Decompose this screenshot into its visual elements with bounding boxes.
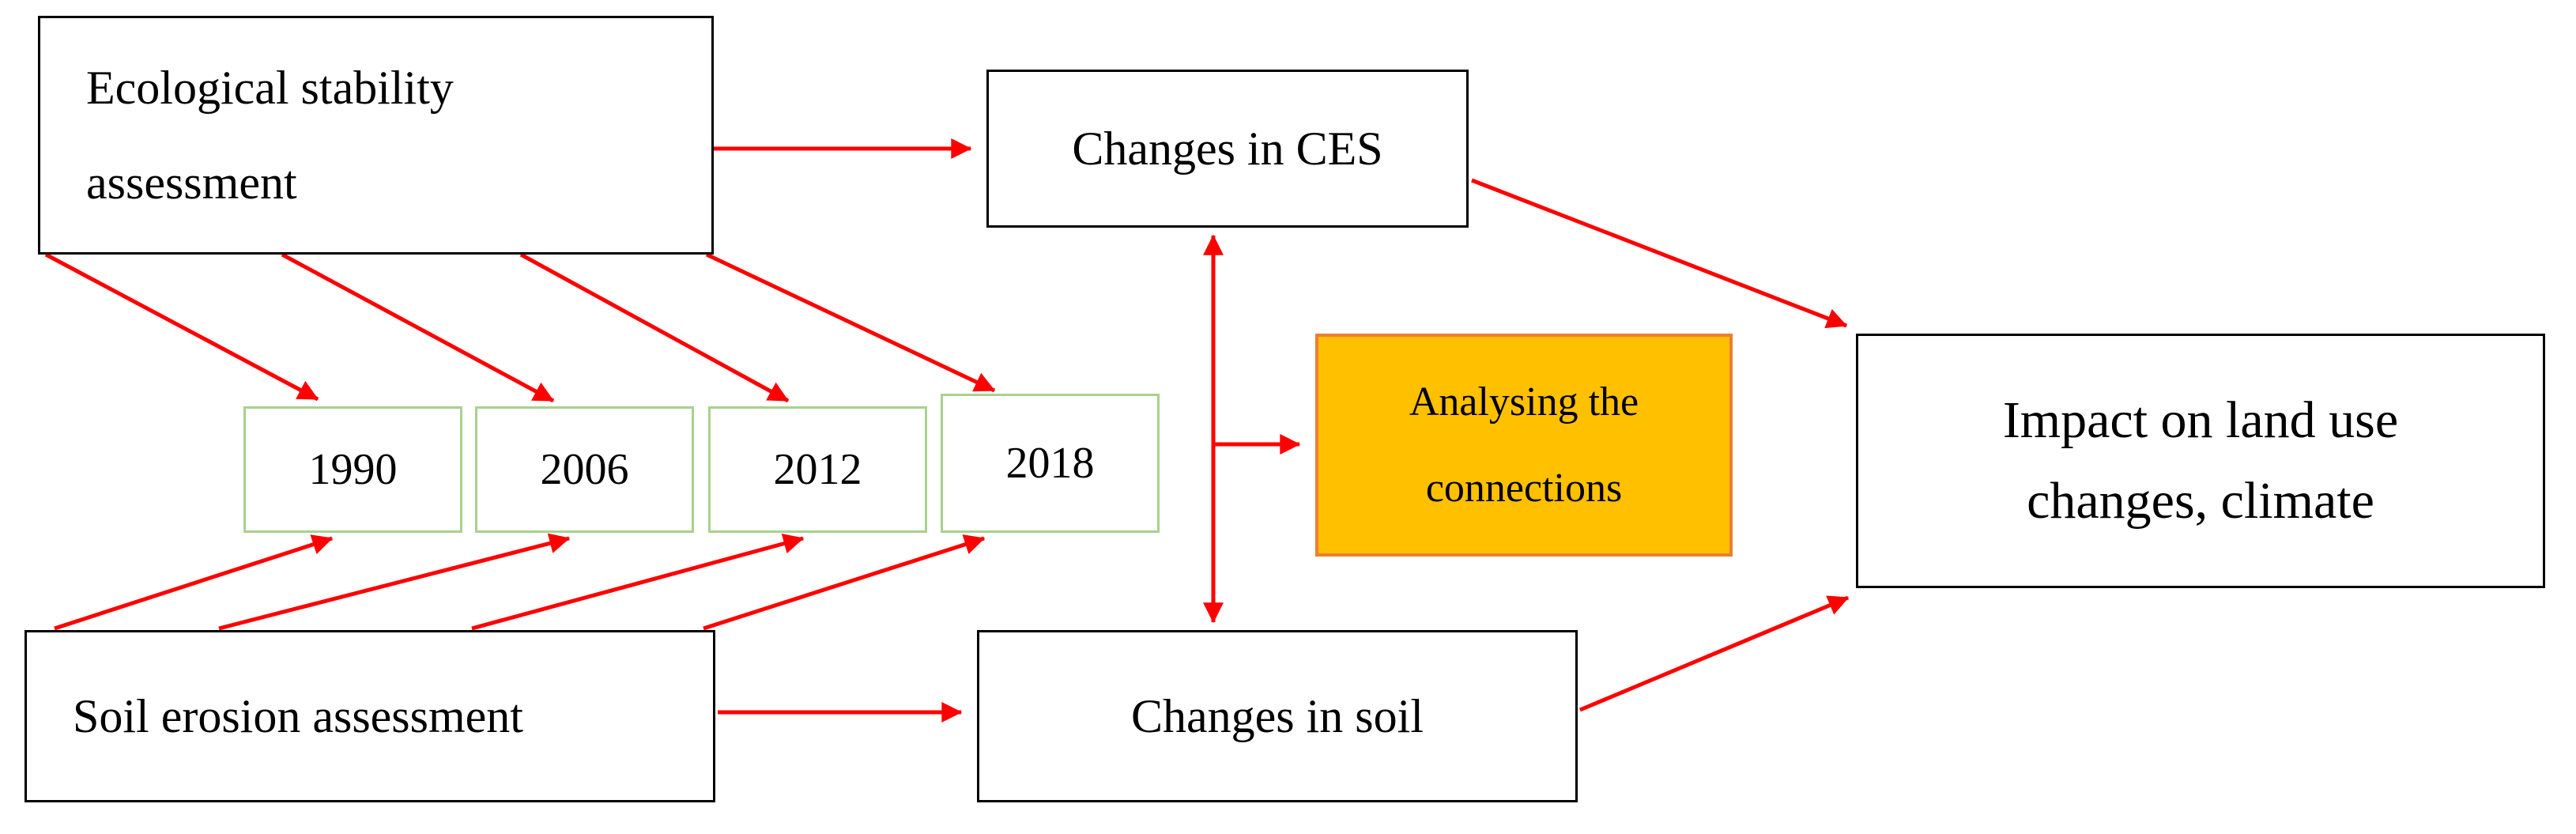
analysing-label-line1: Analysing the <box>1409 379 1639 425</box>
ecological-stability-box: Ecological stability assessment <box>38 16 714 255</box>
soil-erosion-box: Soil erosion assessment <box>25 630 715 802</box>
year-2018-label: 2018 <box>1005 438 1095 488</box>
arrow-soil-to-1990 <box>54 534 334 631</box>
ecological-stability-label-line1: Ecological stability <box>86 62 454 114</box>
changes-in-ces-label: Changes in CES <box>1072 123 1383 175</box>
year-2006-label: 2006 <box>540 444 629 494</box>
arrow-eco-to-2018 <box>705 252 996 393</box>
year-box-2018: 2018 <box>941 394 1160 533</box>
arrow-ces-to-impact <box>1471 178 1848 329</box>
year-2012-label: 2012 <box>773 444 862 494</box>
arrow-eco-to-2012 <box>519 252 790 403</box>
analysing-label-line2: connections <box>1425 466 1623 511</box>
arrow-soil-to-2018 <box>703 534 986 631</box>
year-box-2012: 2012 <box>708 406 927 533</box>
arrow-changes-soil-to-impact <box>1579 595 1850 712</box>
impact-label-line1: Impact on land use <box>2002 391 2399 449</box>
changes-in-ces-box: Changes in CES <box>986 70 1469 228</box>
arrow-eco-to-2006 <box>281 252 555 403</box>
impact-box: Impact on land use changes, climate <box>1856 334 2545 588</box>
changes-in-soil-box: Changes in soil <box>977 630 1578 802</box>
arrow-soil-to-2006 <box>218 533 571 631</box>
year-box-2006: 2006 <box>475 406 694 533</box>
arrow-eco-to-1990 <box>44 252 319 402</box>
analysing-connections-box: Analysing the connections <box>1315 334 1733 557</box>
soil-erosion-label: Soil erosion assessment <box>73 690 523 742</box>
changes-in-soil-label: Changes in soil <box>1131 690 1424 742</box>
year-box-1990: 1990 <box>243 406 462 533</box>
year-1990-label: 1990 <box>308 444 398 494</box>
arrow-soil-to-2012 <box>471 533 805 631</box>
ecological-stability-label-line2: assessment <box>86 157 297 209</box>
impact-label-line2: changes, climate <box>2027 472 2374 530</box>
